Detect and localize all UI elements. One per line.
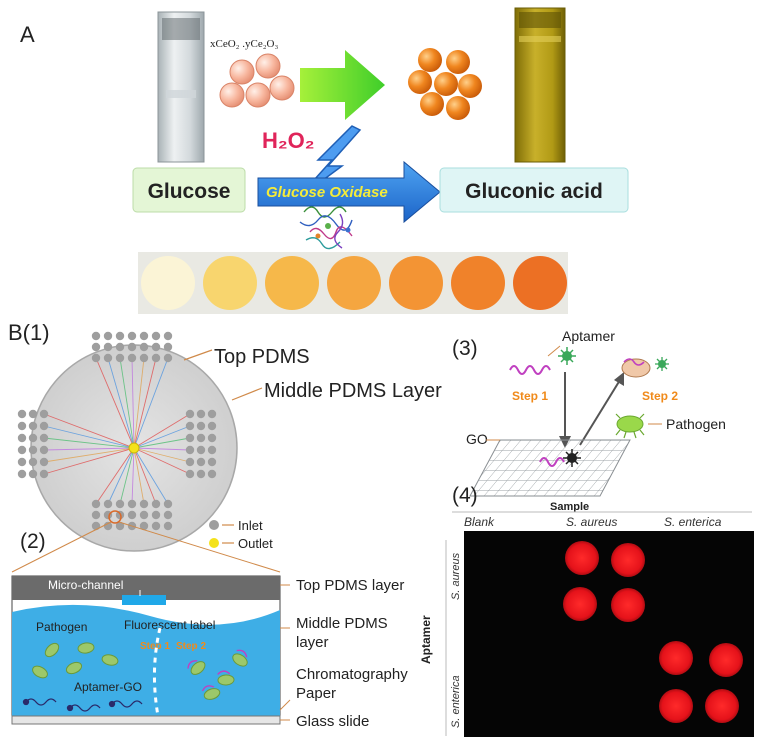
spot-aureus-aureus-2 — [611, 543, 645, 577]
spot-enterica-enterica-1 — [659, 641, 693, 675]
row-s-aureus: S. aureus — [450, 552, 462, 600]
panel-b2-label: (2) — [20, 530, 46, 553]
particles-before — [219, 53, 295, 108]
col-s-enterica: S. enterica — [664, 515, 722, 529]
row-s-enterica: S. enterica — [450, 675, 462, 728]
swatch-5 — [389, 256, 443, 310]
callout-top-pdms: Top PDMS — [214, 346, 310, 368]
enzyme-protein-icon — [299, 206, 353, 250]
panel-b2: (2) Micro-channel Pathogen Fluorescent l… — [11, 530, 408, 730]
vial-before — [157, 11, 205, 163]
panel-b1-label: B(1) — [8, 320, 50, 345]
aptamer-strand-icon — [509, 365, 551, 375]
pathogen-complex-icon — [621, 357, 669, 378]
col-s-aureus: S. aureus — [566, 515, 617, 529]
spot-aureus-aureus-4 — [611, 588, 645, 622]
swatch-4 — [327, 256, 381, 310]
aptamer-label: Aptamer — [562, 328, 615, 344]
layer-paper-label-2: Paper — [296, 685, 336, 702]
fluorescent-label-text: Fluorescent label — [124, 618, 215, 632]
pathogen-label-b3: Pathogen — [666, 416, 726, 432]
swatch-3 — [265, 256, 319, 310]
panel-b4: (4) Blank S. aureus S. enterica Aptamer … — [419, 484, 754, 737]
layer-middle-label-2: layer — [296, 634, 329, 651]
go-sheet — [469, 439, 631, 497]
spot-enterica-enterica-4 — [705, 689, 739, 723]
green-arrow-icon — [300, 50, 385, 120]
panel-a: A xCeO₂ .yCe₂O₃ — [20, 7, 629, 314]
layer-top-label: Top PDMS layer — [296, 577, 404, 594]
particles-after — [408, 48, 482, 120]
step1-label-b3: Step 1 — [512, 389, 548, 403]
swatch-2 — [203, 256, 257, 310]
panel-a-label: A — [20, 22, 35, 47]
layer-middle-label-1: Middle PDMS — [296, 615, 388, 632]
spot-enterica-enterica-2 — [709, 643, 743, 677]
quenched-fluorophore-icon — [563, 449, 581, 467]
gluconic-acid-box — [439, 167, 629, 213]
glucose-box — [132, 167, 246, 213]
enzyme-label: Glucose Oxidase — [266, 184, 388, 201]
fluorescent-spots — [563, 541, 743, 723]
legend-inlet: Inlet — [238, 518, 263, 533]
step1-label-b2: Step 1 — [140, 641, 170, 652]
pathogen-label-b2: Pathogen — [36, 620, 87, 634]
glucose-label: Glucose — [148, 180, 231, 203]
micro-channel-opening — [122, 595, 166, 605]
catalyst-formula: xCeO₂ .yCe₂O₃ — [210, 38, 278, 50]
panel-b3: (3) Aptamer Step 1 Step 2 — [452, 328, 726, 513]
h2o2-label: H₂O₂ — [262, 128, 315, 153]
fluorophore-icon — [558, 347, 576, 365]
swatch-1 — [141, 256, 195, 310]
spot-aureus-aureus-3 — [563, 587, 597, 621]
swatch-7 — [513, 256, 567, 310]
step2-label-b2: Step 2 — [176, 641, 206, 652]
panel-b4-label: (4) — [452, 484, 478, 507]
spot-aureus-aureus-1 — [565, 541, 599, 575]
glass-slide — [11, 715, 281, 725]
pathogens-b2 — [32, 642, 248, 700]
go-label: GO — [466, 431, 488, 447]
layer-paper-label-1: Chromatography — [296, 666, 408, 683]
chip-channels — [17, 331, 217, 531]
zoom-marker — [108, 510, 122, 524]
swatch-6 — [451, 256, 505, 310]
legend-outlet: Outlet — [238, 536, 273, 551]
callout-middle-pdms: Middle PDMS Layer — [264, 380, 442, 402]
layer-glass-label: Glass slide — [296, 713, 369, 730]
gluconic-acid-label: Gluconic acid — [465, 180, 603, 203]
color-swatches — [141, 256, 567, 310]
row-axis-aptamer: Aptamer — [419, 615, 433, 664]
vial-after — [514, 7, 566, 163]
col-blank: Blank — [464, 515, 495, 529]
micro-channel-label: Micro-channel — [48, 578, 123, 592]
layer-labels: Top PDMS layer Middle PDMS layer Chromat… — [279, 577, 408, 730]
aptamer-go-strands — [22, 698, 143, 712]
aptamer-go-label: Aptamer-GO — [74, 680, 142, 694]
panel-b1: B(1) Top PDMS Middle PDMS Layer Inlet Ou… — [8, 320, 442, 573]
chip-legend: Inlet Outlet — [209, 518, 273, 551]
step2-label-b3: Step 2 — [642, 389, 678, 403]
dashed-divider — [152, 627, 162, 717]
panel-b3-label: (3) — [452, 337, 478, 360]
sample-label: Sample — [550, 501, 589, 513]
blue-arrow-icon — [257, 160, 441, 224]
spot-enterica-enterica-3 — [659, 689, 693, 723]
pathogen-icon — [615, 413, 645, 439]
